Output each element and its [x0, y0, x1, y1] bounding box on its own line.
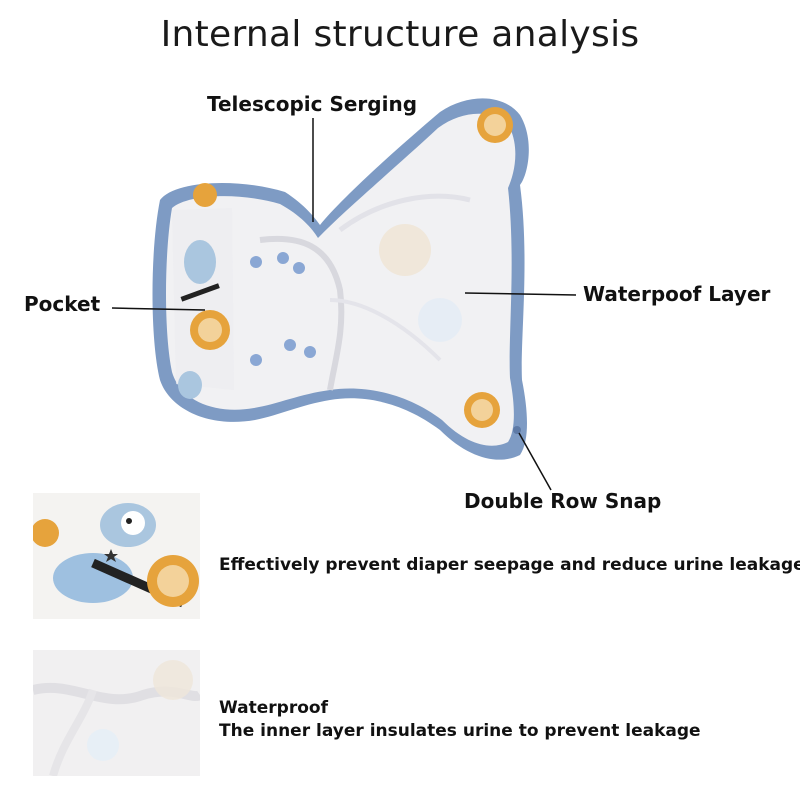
snap-label: Double Row Snap: [464, 489, 662, 513]
sloth-print: [184, 240, 216, 284]
print-closeup-thumbnail: [33, 493, 200, 619]
snap-marker: [513, 426, 521, 434]
pocket-label: Pocket: [24, 292, 101, 316]
serging-label: Telescopic Serging: [207, 92, 418, 116]
waterproof-layer-label: Waterpoof Layer: [583, 282, 771, 306]
feature-waterproof-text: The inner layer insulates urine to preve…: [219, 721, 701, 741]
waterproof-pointer: [464, 292, 577, 296]
feature-waterproof-heading: Waterproof: [219, 698, 328, 718]
snap-row: [250, 252, 316, 366]
lining-closeup-thumbnail: [33, 650, 200, 776]
snap-pointer: [518, 432, 552, 491]
page-title: Internal structure analysis: [160, 14, 640, 55]
feature-seepage-text: Effectively prevent diaper seepage and r…: [219, 555, 800, 575]
pocket-pointer: [111, 307, 206, 311]
